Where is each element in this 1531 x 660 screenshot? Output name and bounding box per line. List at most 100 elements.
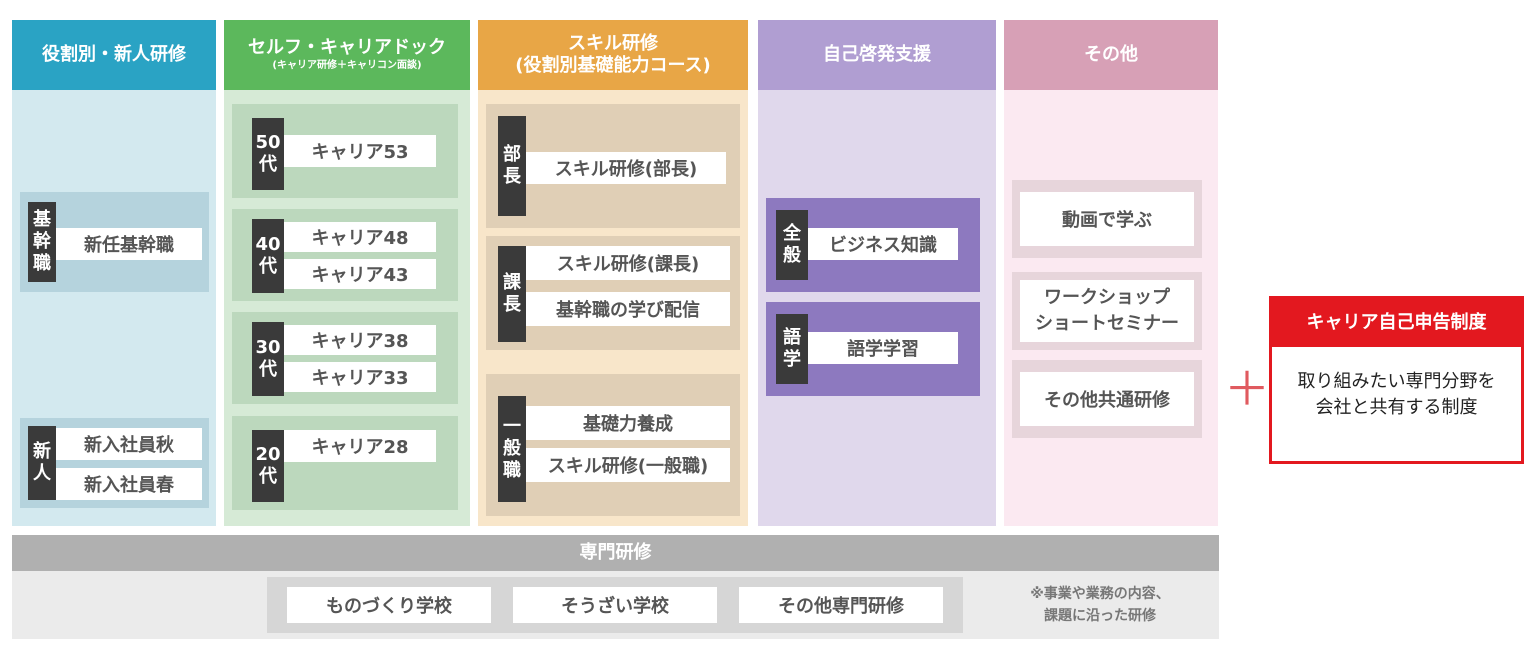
item-career33: キャリア33 xyxy=(284,362,436,392)
role-group-kanbu-label: 基 幹 職 xyxy=(28,202,56,282)
item-shinnyu-haru: 新入社員春 xyxy=(56,468,202,500)
role-group-shinjin-label: 新 人 xyxy=(28,426,56,500)
career-group-50: 50 代 キャリア53 xyxy=(232,104,458,198)
item-souzai: そうざい学校 xyxy=(513,587,717,623)
item-career38: キャリア38 xyxy=(284,325,436,355)
specialty-note-line: 課題に沿った研修 xyxy=(1044,608,1156,624)
skill-group-ippan: 一 般 職 基礎力養成 スキル研修(一般職) xyxy=(486,374,740,516)
career-declaration-box: キャリア自己申告制度 取り組みたい専門分野を 会社と共有する制度 xyxy=(1269,296,1524,464)
career-declaration-line: 会社と共有する制度 xyxy=(1315,397,1478,418)
specialty-note-line: ※事業や業務の内容、 xyxy=(1030,586,1170,602)
specialty-group: ものづくり学校 そうざい学校 その他専門研修 xyxy=(267,577,963,633)
specialty-header: 専門研修 xyxy=(12,535,1219,571)
role-column: 役割別・新人研修 基 幹 職 新任基幹職 新 人 新入社員秋 新入社員春 xyxy=(12,20,216,526)
label-char: 代 xyxy=(259,154,277,175)
item-sonota-senmon: その他専門研修 xyxy=(739,587,943,623)
label-char: 人 xyxy=(33,463,51,484)
career-group-30: 30 代 キャリア38 キャリア33 xyxy=(232,312,458,404)
skill-column-header: スキル研修 (役割別基礎能力コース) xyxy=(478,20,748,90)
other-column-title: その他 xyxy=(1084,44,1138,65)
label-char: 課 xyxy=(503,272,521,293)
plus-icon: ＋ xyxy=(1224,362,1270,416)
item-shinnyu-aki: 新入社員秋 xyxy=(56,428,202,460)
skill-column: スキル研修 (役割別基礎能力コース) 部 長 スキル研修(部長) 課 長 スキル… xyxy=(478,20,748,526)
item-skill-ippan: スキル研修(一般職) xyxy=(526,448,730,482)
label-char: 職 xyxy=(503,460,521,481)
career-column-header: セルフ・キャリアドック (キャリア研修＋キャリコン面談) xyxy=(224,20,470,90)
item-douga: 動画で学ぶ xyxy=(1020,192,1194,246)
item-career28: キャリア28 xyxy=(284,430,436,462)
label-char: 般 xyxy=(503,438,521,459)
item-skill-bucho: スキル研修(部長) xyxy=(526,152,726,184)
skill-group-ippan-label: 一 般 職 xyxy=(498,396,526,502)
label-char: 一 xyxy=(503,416,521,437)
career-group-50-label: 50 代 xyxy=(252,118,284,190)
item-kisoryoku: 基礎力養成 xyxy=(526,406,730,440)
skill-column-title: スキル研修 xyxy=(568,33,658,54)
label-char: 語 xyxy=(783,327,801,348)
specialty-title: 専門研修 xyxy=(579,542,652,563)
label-char: 全 xyxy=(783,223,801,244)
label-char: 30 xyxy=(255,337,281,358)
item-skill-kacho: スキル研修(課長) xyxy=(526,246,730,280)
other-column: その他 動画で学ぶ ワークショップ ショートセミナー その他共通研修 xyxy=(1004,20,1218,526)
self-group-gogaku: 語 学 語学学習 xyxy=(766,302,980,396)
label-char: 代 xyxy=(259,256,277,277)
other-column-header: その他 xyxy=(1004,20,1218,90)
item-new-kanbu: 新任基幹職 xyxy=(56,228,202,260)
item-career43: キャリア43 xyxy=(284,259,436,289)
label-char: 40 xyxy=(255,234,281,255)
role-group-kanbu: 基 幹 職 新任基幹職 xyxy=(20,192,209,292)
skill-column-subtitle: (役割別基礎能力コース) xyxy=(515,55,711,76)
self-group-zenpan-label: 全 般 xyxy=(776,210,808,280)
career-group-20: 20 代 キャリア28 xyxy=(232,416,458,510)
label-char: 長 xyxy=(503,166,521,187)
other-item-frame: その他共通研修 xyxy=(1012,360,1202,438)
skill-group-bucho: 部 長 スキル研修(部長) xyxy=(486,104,740,228)
career-declaration-line: 取り組みたい専門分野を xyxy=(1297,371,1496,392)
role-group-shinjin: 新 人 新入社員秋 新入社員春 xyxy=(20,418,209,508)
item-career48: キャリア48 xyxy=(284,222,436,252)
self-group-gogaku-label: 語 学 xyxy=(776,314,808,384)
career-column-title: セルフ・キャリアドック xyxy=(248,37,446,58)
label-char: 代 xyxy=(259,466,277,487)
item-career53: キャリア53 xyxy=(284,135,436,167)
self-column: 自己啓発支援 全 般 ビジネス知識 語 学 語学学習 xyxy=(758,20,996,526)
career-group-30-label: 30 代 xyxy=(252,322,284,396)
item-workshop: ワークショップ ショートセミナー xyxy=(1020,280,1194,342)
self-column-title: 自己啓発支援 xyxy=(823,44,931,65)
career-column-subtitle: (キャリア研修＋キャリコン面談) xyxy=(272,60,422,71)
label-char: 部 xyxy=(503,144,521,165)
label-char: 般 xyxy=(783,245,801,266)
skill-group-kacho: 課 長 スキル研修(課長) 基幹職の学び配信 xyxy=(486,236,740,350)
label-char: 20 xyxy=(255,444,281,465)
career-declaration-title: キャリア自己申告制度 xyxy=(1306,312,1487,333)
role-column-title: 役割別・新人研修 xyxy=(42,44,186,65)
career-group-40-label: 40 代 xyxy=(252,219,284,293)
label-char: 基 xyxy=(33,209,51,230)
item-gogaku: 語学学習 xyxy=(808,332,958,364)
role-column-header: 役割別・新人研修 xyxy=(12,20,216,90)
self-group-zenpan: 全 般 ビジネス知識 xyxy=(766,198,980,292)
label-char: 新 xyxy=(33,441,51,462)
skill-group-bucho-label: 部 長 xyxy=(498,116,526,216)
label-char: 職 xyxy=(33,253,51,274)
item-kanbu-manabi: 基幹職の学び配信 xyxy=(526,292,730,326)
career-group-40: 40 代 キャリア48 キャリア43 xyxy=(232,209,458,301)
career-group-20-label: 20 代 xyxy=(252,430,284,502)
self-column-header: 自己啓発支援 xyxy=(758,20,996,90)
other-item-frame: 動画で学ぶ xyxy=(1012,180,1202,258)
item-sonota-kyotsu: その他共通研修 xyxy=(1020,372,1194,426)
skill-group-kacho-label: 課 長 xyxy=(498,246,526,342)
label-char: 代 xyxy=(259,359,277,380)
specialty-note: ※事業や業務の内容、 課題に沿った研修 xyxy=(990,583,1210,631)
career-declaration-body: 取り組みたい専門分野を 会社と共有する制度 xyxy=(1272,369,1521,439)
item-monozukuri: ものづくり学校 xyxy=(287,587,491,623)
label-char: 長 xyxy=(503,294,521,315)
label-char: 学 xyxy=(783,349,801,370)
item-business: ビジネス知識 xyxy=(808,228,958,260)
specialty-body: ものづくり学校 そうざい学校 その他専門研修 ※事業や業務の内容、 課題に沿った… xyxy=(12,571,1219,639)
other-item-frame: ワークショップ ショートセミナー xyxy=(1012,272,1202,350)
label-char: 50 xyxy=(255,132,281,153)
label-char: 幹 xyxy=(33,231,51,252)
